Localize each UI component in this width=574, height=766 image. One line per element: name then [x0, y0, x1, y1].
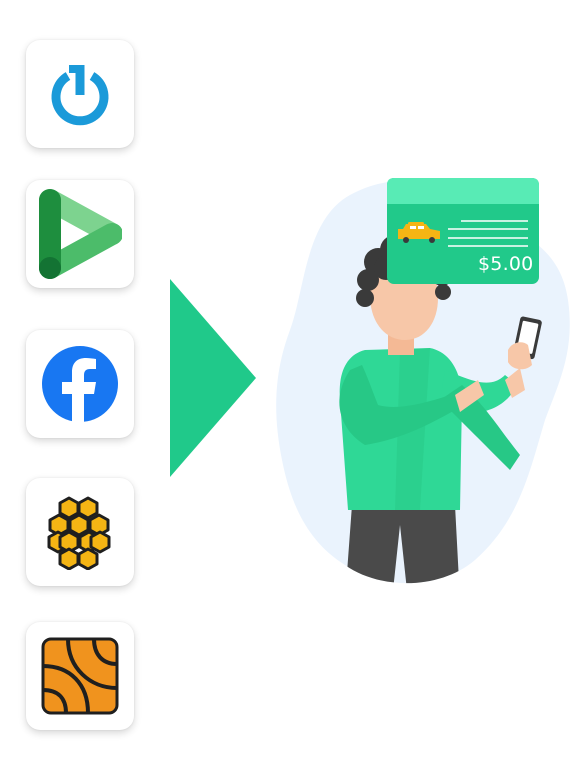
receipt-price: $5.00 — [478, 253, 534, 275]
app-tile-power[interactable] — [26, 40, 134, 148]
basketball-icon — [41, 637, 119, 715]
play-arrow-icon — [170, 279, 256, 477]
app-tile-play[interactable] — [26, 180, 134, 288]
receipt-card — [387, 178, 539, 284]
power-app-icon — [51, 65, 109, 126]
facebook-icon — [42, 346, 118, 424]
app-tile-honeycomb[interactable] — [26, 478, 134, 586]
play-app-icon — [39, 189, 122, 279]
app-tile-basketball[interactable] — [26, 622, 134, 730]
honeycomb-icon — [47, 496, 111, 570]
taxi-icon — [398, 222, 440, 243]
person-phone-illustration — [276, 178, 570, 584]
app-tile-facebook[interactable] — [26, 330, 134, 438]
